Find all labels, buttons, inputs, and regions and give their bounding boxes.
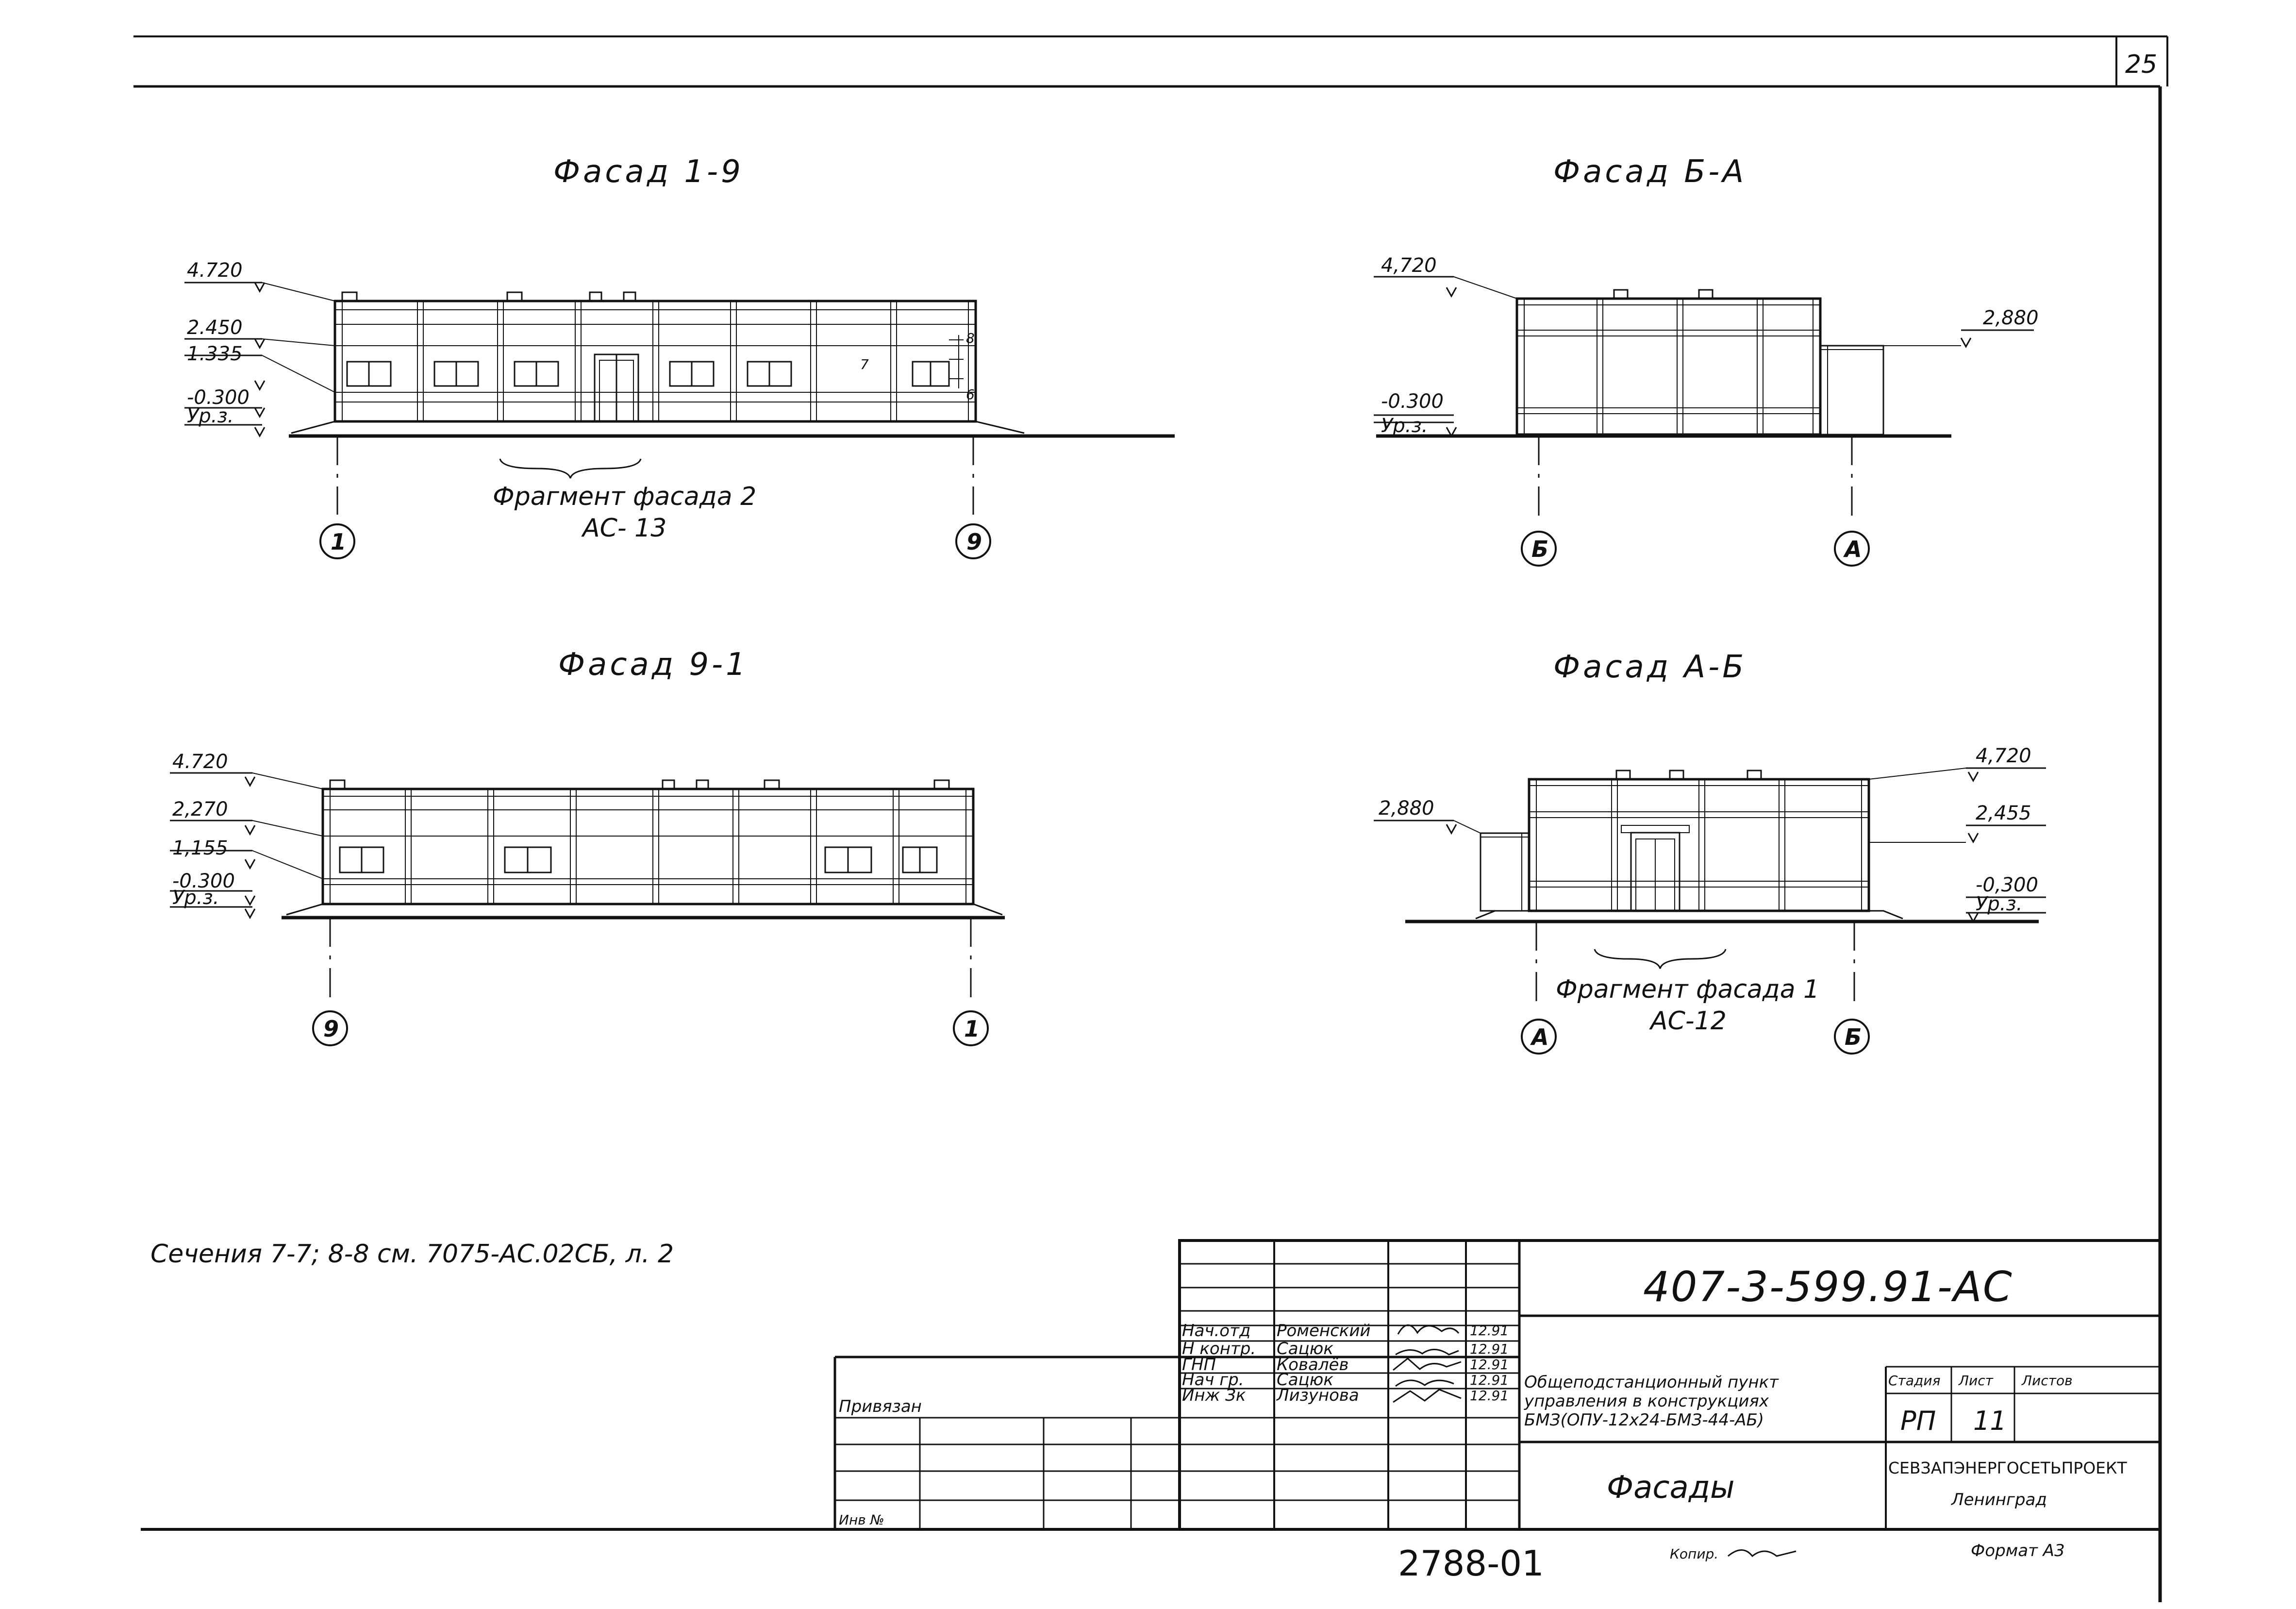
drawing-code: 407-3-599.91-АС — [1643, 1263, 2013, 1311]
f19-ground-label: Ур.з. — [187, 405, 233, 427]
role-norm-control: Н контр. — [1182, 1339, 1256, 1358]
sheet-frame — [133, 35, 2168, 1602]
facade-1-9-drawing — [184, 282, 1175, 559]
fab-ground-label: Ур.з. — [1976, 893, 2022, 915]
project-line-2: управления в конструкциях — [1524, 1391, 1769, 1411]
f19-level-3: 1.335 — [187, 343, 243, 365]
f19-axis-left: 1 — [331, 529, 346, 555]
facade-a-b-drawing — [1374, 767, 2046, 1055]
fab-level-annex: 2,880 — [1379, 797, 1434, 820]
format-label: Формат А3 — [1971, 1541, 2065, 1560]
f91-level-2: 2,270 — [172, 798, 228, 821]
fab-level-2: 2,455 — [1976, 802, 2031, 824]
stage-label: Стадия — [1888, 1373, 1940, 1389]
drawing-name: Фасады — [1607, 1470, 1735, 1506]
date-group-head: 12.91 — [1470, 1372, 1509, 1388]
organization-city: Ленинград — [1950, 1490, 2047, 1509]
f91-axis-left: 9 — [323, 1016, 339, 1042]
fab-level-top: 4,720 — [1976, 745, 2031, 767]
copier-signature — [1728, 1549, 1797, 1558]
f19-fragment-sheet: АС- 13 — [581, 514, 666, 543]
organization-name: СЕВЗАПЭНЕРГОСЕТЬПРОЕКТ — [1888, 1458, 2127, 1477]
facade-9-1-drawing — [170, 772, 1005, 1046]
facade-9-1-title: Фасад 9-1 — [558, 647, 749, 683]
project-line-3: БМЗ(ОПУ-12х24-БМЗ-44-АБ) — [1524, 1410, 1764, 1430]
stage-value: РП — [1900, 1406, 1936, 1436]
sheets-label: Листов — [2021, 1373, 2073, 1389]
facade-a-b-title: Фасад А-Б — [1553, 649, 1747, 685]
date-head-dept: 12.91 — [1470, 1323, 1509, 1339]
fba-ground-label: Ур.з. — [1381, 415, 1428, 437]
inventory-label: Инв № — [839, 1512, 884, 1528]
f91-level-3: 1,155 — [172, 837, 228, 859]
facade-b-a-drawing — [1374, 276, 2034, 567]
f91-axis-right: 1 — [964, 1016, 980, 1042]
fab-fragment-ref: Фрагмент фасада 1 — [1556, 975, 1819, 1004]
f91-level-zero: -0.300 — [172, 870, 235, 892]
fba-level-zero: -0.300 — [1381, 390, 1444, 413]
f19-axis-right: 9 — [966, 529, 982, 555]
f19-level-top: 4.720 — [187, 259, 243, 282]
f91-ground-label: Ур.з. — [172, 887, 219, 909]
sheet-label: Лист — [1958, 1373, 1994, 1389]
name-group-head: Сацюк — [1277, 1370, 1333, 1390]
name-engineer: Лизунова — [1276, 1386, 1359, 1405]
bound-label: Привязан — [839, 1397, 922, 1416]
name-chief-engineer: Ковалёв — [1277, 1355, 1349, 1374]
f19-mark-6: 6 — [966, 386, 975, 402]
facade-1-9-title: Фасад 1-9 — [553, 154, 744, 190]
f19-level-zero: -0.300 — [187, 386, 250, 409]
name-norm-control: Сацюк — [1277, 1339, 1333, 1358]
title-block — [833, 1239, 2162, 1531]
fba-axis-right: А — [1843, 536, 1862, 562]
f19-fragment-ref: Фрагмент фасада 2 — [493, 482, 756, 511]
sections-note: Сечения 7-7; 8-8 см. 7075-АС.02СБ, л. 2 — [150, 1240, 674, 1269]
name-head-dept: Роменский — [1277, 1321, 1371, 1341]
project-line-1: Общеподстанционный пункт — [1524, 1373, 1779, 1392]
fab-axis-right: Б — [1845, 1024, 1862, 1050]
inventory-number: 2788-01 — [1398, 1543, 1544, 1584]
date-norm-control: 12.91 — [1470, 1341, 1509, 1357]
f91-level-top: 4.720 — [172, 751, 228, 773]
f19-level-2: 2.450 — [187, 317, 243, 339]
signatures — [1393, 1324, 1462, 1403]
f19-mark-8: 8 — [966, 330, 975, 346]
f19-mark-7: 7 — [860, 356, 869, 372]
fba-axis-left: Б — [1531, 536, 1548, 562]
date-chief-engineer: 12.91 — [1470, 1357, 1509, 1373]
copied-label: Копир. — [1670, 1546, 1718, 1562]
fab-level-zero: -0,300 — [1976, 874, 2038, 896]
role-head-dept: Нач.отд — [1182, 1321, 1250, 1341]
fab-axis-left: А — [1530, 1024, 1549, 1050]
role-chief-engineer: ГНП — [1182, 1355, 1216, 1374]
facade-b-a-title: Фасад Б-А — [1553, 154, 1747, 190]
fab-fragment-sheet: АС-12 — [1649, 1006, 1727, 1036]
fba-level-top: 4,720 — [1381, 254, 1437, 277]
sheet-value: 11 — [1973, 1406, 2007, 1436]
sheet-number: 25 — [2125, 50, 2157, 79]
role-engineer: Инж Зк — [1182, 1386, 1246, 1405]
role-group-head: Нач гр. — [1182, 1370, 1244, 1390]
fba-level-annex: 2,880 — [1983, 307, 2039, 329]
date-engineer: 12.91 — [1470, 1388, 1509, 1404]
